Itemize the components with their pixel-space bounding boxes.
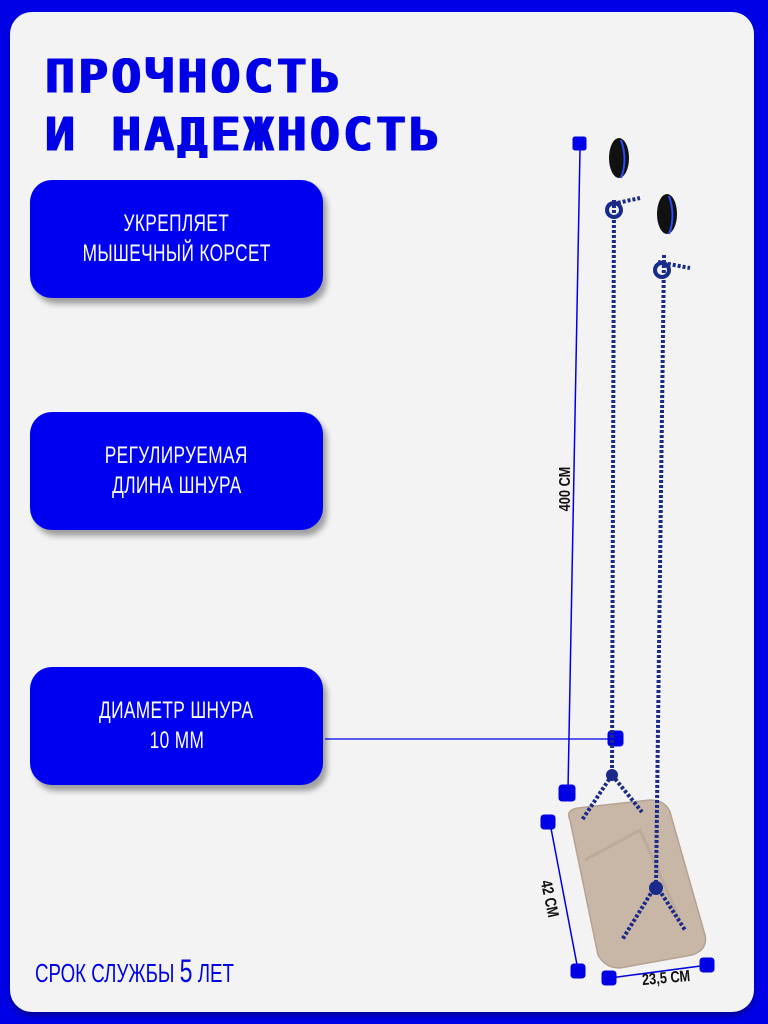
- service-life: СРОК СЛУЖБЫ 5 ЛЕТ: [35, 953, 234, 990]
- swing-seat: [567, 799, 707, 969]
- hook-left: [605, 138, 629, 219]
- knot-right: [649, 881, 663, 895]
- dimension-line-rope-length: [558, 136, 587, 802]
- knot-left: [606, 769, 618, 781]
- feature-rope-diameter: ДИАМЕТР ШНУРА 10 ММ: [30, 667, 323, 785]
- feature-line: УКРЕПЛЯЕТ: [123, 210, 230, 237]
- hook-right: [653, 194, 677, 279]
- rope-left: [580, 196, 644, 822]
- service-life-number: 5: [179, 953, 193, 989]
- feature-line: ДИАМЕТР ШНУРА: [99, 697, 254, 724]
- feature-muscle-corset: УКРЕПЛЯЕТ МЫШЕЧНЫЙ КОРСЕТ: [30, 180, 323, 298]
- dimension-line-seat-width: [601, 957, 715, 986]
- service-life-suffix: ЛЕТ: [197, 958, 234, 988]
- feature-line: ДЛИНА ШНУРА: [111, 472, 242, 499]
- service-life-prefix: СРОК СЛУЖБЫ: [35, 958, 175, 988]
- dimension-line-rope-diameter: [325, 730, 624, 747]
- headline-line-2: И НАДЕЖНОСТЬ: [45, 108, 443, 162]
- feature-adjustable-length: РЕГУЛИРУЕМАЯ ДЛИНА ШНУРА: [30, 412, 323, 530]
- feature-line: МЫШЕЧНЫЙ КОРСЕТ: [82, 240, 271, 267]
- dimension-line-seat-length: [540, 814, 586, 979]
- feature-line: 10 ММ: [149, 727, 204, 754]
- rope-length-label: 400 СМ: [556, 466, 574, 512]
- feature-line: РЕГУЛИРУЕМАЯ: [105, 442, 248, 469]
- headline-line-1: ПРОЧНОСТЬ: [45, 50, 343, 104]
